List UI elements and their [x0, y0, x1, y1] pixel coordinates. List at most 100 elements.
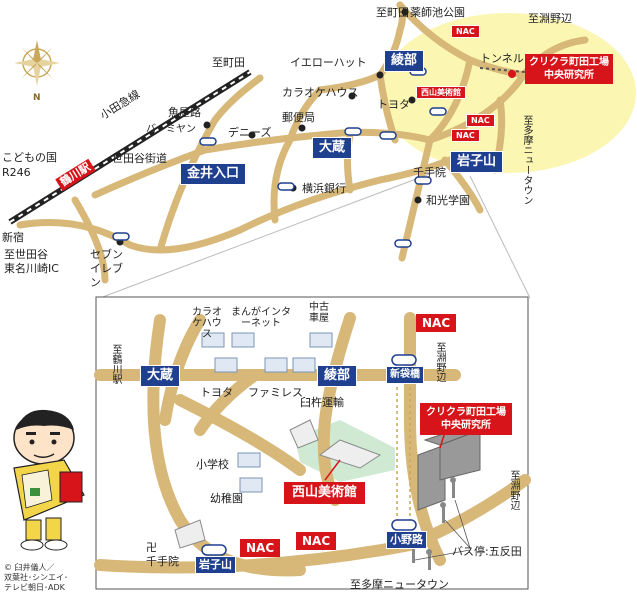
- kanai-station: 金井入口: [180, 163, 247, 185]
- setagaya-road-label: 世田谷街道: [112, 152, 167, 165]
- kodomo-no-kuni-label: こどもの国: [2, 151, 57, 164]
- copyright-line-2: 双葉社･シンエイ･: [4, 573, 68, 582]
- to-fuchinobe-top-label: 至淵野辺: [528, 12, 572, 25]
- road: [317, 312, 356, 506]
- tunnel-path: [479, 67, 526, 73]
- road: [270, 86, 324, 224]
- compass-north-label: N: [33, 93, 41, 103]
- odakyu-rail-ties: [9, 71, 251, 223]
- bus-stop-label: バス停:五反田: [452, 545, 522, 558]
- bus-stop-marker: [429, 107, 447, 116]
- road: [426, 56, 474, 144]
- kindergarten-detail: 幼稚園: [210, 492, 243, 505]
- to-fuchinobe-detail-2: 至淵野辺: [508, 470, 519, 510]
- landmark-dot: [298, 124, 306, 132]
- zoom-guide-line: [469, 175, 531, 299]
- nac-marker: NAC: [296, 532, 337, 550]
- bamiyan-label: バーミヤン: [146, 124, 196, 135]
- road: [194, 369, 261, 436]
- bus-stop-marker: [414, 176, 432, 185]
- iwagoyama-station: 岩子山: [450, 151, 504, 173]
- road: [71, 196, 109, 284]
- tunnel-label: トンネル: [480, 52, 524, 65]
- yakushi-park-label: 薬師池公園: [410, 6, 465, 19]
- road: [441, 156, 484, 214]
- landmark-dot: [408, 96, 416, 104]
- to-tsurukawa-detail: 至鶴川駅: [110, 344, 121, 384]
- shinjuku-label: 新宿: [2, 231, 24, 244]
- landmark-dot: [414, 196, 422, 204]
- iwagoyama-station-detail: 岩子山: [195, 556, 236, 574]
- wako-gakuen-label: 和光学園: [426, 194, 470, 207]
- nac-marker: NAC: [416, 314, 457, 332]
- used-car-detail: 中古車屋: [309, 302, 329, 324]
- bus-stop-marker: [344, 127, 362, 136]
- ayabe-station: 綾部: [384, 50, 425, 72]
- r246-label: R246: [2, 166, 31, 179]
- bus-stop-marker: [379, 131, 397, 140]
- museum-box: 西山美術館: [284, 482, 366, 504]
- kurikura-box-detail: クリクラ町田工場 中央研究所: [420, 403, 512, 435]
- nac-marker: NAC: [466, 114, 495, 127]
- museum-building: [289, 419, 382, 469]
- kurikura-line-2: 中央研究所: [544, 70, 594, 81]
- post-office-label: 郵便局: [282, 111, 315, 124]
- yellow-hat-label: イエローハット: [290, 56, 367, 69]
- landmark-dot: [376, 71, 384, 79]
- zoom-guide-line: [99, 169, 441, 299]
- nac-marker: NAC: [451, 25, 480, 38]
- road: [156, 74, 264, 254]
- seven-eleven-label: セブンイレブン: [90, 248, 123, 289]
- ayabe-station-detail: 綾部: [317, 365, 358, 387]
- to-tama-nt-detail: 至多摩ニュータウン: [350, 578, 449, 591]
- kurikura-detail-line-2: 中央研究所: [441, 420, 491, 431]
- to-machida-rail-label: 至町田: [212, 56, 245, 69]
- manga-internet-detail: まんがインターネット: [231, 307, 291, 329]
- toyota-detail: トヨタ: [200, 386, 233, 399]
- usukine-unyu-detail: 臼杵運輸: [300, 396, 344, 409]
- copyright-line-1: © 臼井儀人／: [4, 563, 55, 572]
- copyright: © 臼井儀人／ 双葉社･シンエイ･ テレビ朝日･ADK: [4, 563, 68, 593]
- nac-marker: NAC: [451, 129, 480, 142]
- museum-pointer: [324, 459, 341, 481]
- toyota-label: トヨタ: [377, 98, 410, 111]
- to-setagaya-label: 至世田谷: [4, 248, 48, 261]
- road: [16, 156, 454, 254]
- kurikura-detail-line-1: クリクラ町田工場: [426, 407, 506, 418]
- to-fuchinobe-detail-1: 至淵野辺: [434, 342, 445, 382]
- yokohama-bank-label: 横浜銀行: [302, 182, 346, 195]
- shop-icons: [201, 332, 333, 493]
- bus-stop-marker: [201, 544, 227, 556]
- familymart-detail: ファミレス: [248, 386, 303, 399]
- elementary-school-detail: 小学校: [196, 458, 229, 471]
- copyright-line-3: テレビ朝日･ADK: [4, 583, 65, 592]
- landmark-dot: [401, 8, 409, 16]
- landmark-dot: [348, 92, 356, 100]
- karaoke-house-label: カラオケハウス: [282, 86, 359, 99]
- road: [94, 474, 531, 574]
- senjuin-detail: 千手院: [146, 555, 179, 568]
- bus-stop-marker: [199, 137, 217, 146]
- bus-stop-marker: [391, 519, 417, 531]
- road: [404, 312, 446, 566]
- uoyaji-label: 魚屋路: [168, 106, 201, 119]
- compass-rose-icon: [14, 40, 60, 86]
- shinfukurobashi-station: 新袋橋: [386, 366, 424, 384]
- kurikura-box: クリクラ町田工場 中央研究所: [525, 54, 613, 84]
- temple-mark: 卍: [146, 541, 157, 554]
- okura-station-detail: 大蔵: [140, 365, 181, 387]
- to-machida-top-label: 至町田: [376, 6, 409, 19]
- bus-stop-marker: [112, 232, 130, 241]
- onoji-station: 小野路: [386, 531, 427, 549]
- bus-stop-marker: [394, 239, 412, 248]
- kurikura-dot: [508, 70, 516, 78]
- bus-stop-marker: [277, 182, 295, 191]
- okura-station: 大蔵: [312, 137, 353, 159]
- landmark-dot: [248, 131, 256, 139]
- museum-marker: 西山美術館: [416, 86, 466, 99]
- bus-stop-marker: [391, 354, 417, 366]
- karaoke-house-detail: カラオケハウス: [192, 307, 222, 340]
- dennys-label: デニーズ: [228, 126, 272, 139]
- temple-icon: [174, 519, 206, 549]
- to-tama-nt-label: 至多摩ニュータウン: [521, 115, 532, 205]
